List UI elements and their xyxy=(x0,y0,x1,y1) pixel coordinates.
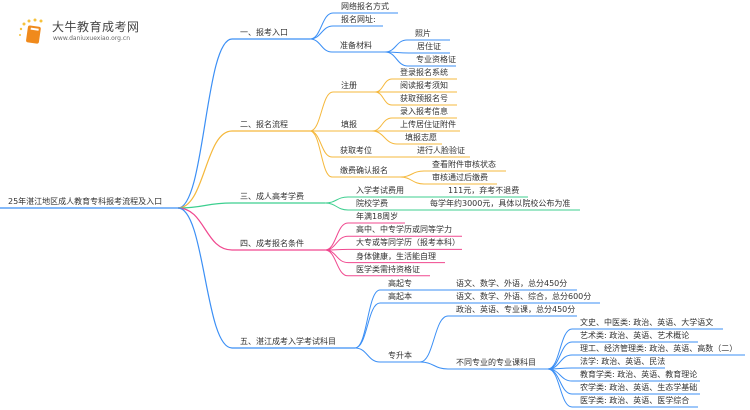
connector xyxy=(177,207,355,349)
subject-value: 语文、数学、外语、综合，总分600分 xyxy=(456,292,592,301)
connector xyxy=(374,91,457,106)
condition-item: 身体健康，生活能自理 xyxy=(356,251,436,261)
major-subject-item: 教育学类: 政治、英语、教育理论 xyxy=(580,370,698,379)
mindmap-node: 录入报考信息 xyxy=(400,107,448,116)
major-subject-item: 理工、经济管理类: 政治、英语、高数（二） xyxy=(580,344,738,353)
mindmap-node: 获取预报名号 xyxy=(400,94,448,103)
mindmap-node: 填报 xyxy=(341,120,357,129)
connector xyxy=(419,361,548,370)
fee-value: 111元，弃考不退费 xyxy=(448,186,520,195)
connector xyxy=(177,38,310,209)
condition-item: 年满18周岁 xyxy=(356,212,399,221)
branch-subjects: 五、湛江成考入学考试科目 xyxy=(240,337,336,346)
logo-url: www.daniuxuexiao.org.cn xyxy=(53,35,130,42)
connector xyxy=(309,25,383,40)
connector xyxy=(309,130,400,178)
branch-fees: 三、成人高考学费 xyxy=(240,192,304,201)
book-logo-icon xyxy=(18,18,50,46)
condition-item: 大专或等同学历（报考本科） xyxy=(356,238,460,248)
connector xyxy=(371,130,442,145)
mindmap-node: 高起专 xyxy=(388,279,412,288)
connector xyxy=(177,130,310,209)
branch-entry: 一、报考入口 xyxy=(240,28,288,37)
connector xyxy=(547,368,698,408)
connector xyxy=(309,12,398,40)
mindmap-node: 不同专业的专业课科目 xyxy=(456,358,536,367)
mindmap-node: 上传居住证附件 xyxy=(400,120,456,129)
mindmap-node: 照片 xyxy=(415,29,431,38)
connector xyxy=(324,249,430,277)
mindmap-node: 院校学费 xyxy=(356,199,388,208)
mindmap-node: 准备材料 xyxy=(340,41,372,50)
connector xyxy=(384,51,456,67)
connector xyxy=(547,341,698,370)
subject-value: 语文、数学、外语，总分450分 xyxy=(456,279,568,288)
mindmap-node: 缴费确认报名 xyxy=(340,166,388,175)
condition-item: 高中、中专学历或同等学力 xyxy=(356,225,452,235)
mindmap-node: 网络报名方式 xyxy=(341,2,389,11)
connector xyxy=(354,347,420,363)
mindmap-node: 专升本 xyxy=(388,351,412,360)
major-subject-item: 艺术类: 政治、英语、艺术概论 xyxy=(580,331,690,340)
connector xyxy=(324,222,405,251)
tuition-value: 每学年约3000元，具体以院校公布为准 xyxy=(430,199,571,208)
connector xyxy=(177,207,325,251)
major-subject-item: 农学类: 政治、英语、生态学基础 xyxy=(580,383,698,392)
connector xyxy=(309,91,375,132)
connector xyxy=(547,328,723,370)
connector xyxy=(419,315,577,363)
logo-title: 大牛教育成考网 xyxy=(52,20,140,34)
mindmap-node: 查看附件审核状态 xyxy=(432,160,496,169)
mindmap-node: 注册 xyxy=(341,81,357,90)
mindmap-node: 高起本 xyxy=(388,292,412,301)
root-node: 25年湛江地区成人教育专科报考流程及入口 xyxy=(8,197,163,206)
mindmap-node: 填报志愿 xyxy=(405,133,437,142)
connector xyxy=(354,302,450,349)
mindmap-node: 进行人脸验证 xyxy=(417,146,465,155)
mindmap-node: 居住证 xyxy=(417,42,441,51)
mindmap-node: 阅读报考须知 xyxy=(400,81,448,90)
mindmap-node: 获取考位 xyxy=(340,146,372,155)
mindmap-node: 政治、英语、专业课，总分450分 xyxy=(456,305,576,314)
branch-conditions: 四、成考报名条件 xyxy=(240,239,304,248)
major-subject-item: 法学: 政治、英语、民法 xyxy=(580,357,666,366)
connector xyxy=(324,248,462,251)
connector xyxy=(384,51,450,54)
branch-process: 二、报名流程 xyxy=(240,120,288,129)
major-subject-item: 医学类: 政治、英语、医学综合 xyxy=(580,396,690,405)
mindmap-node: 报名网址: xyxy=(341,15,376,24)
connector xyxy=(324,202,580,211)
condition-item: 医学类需持资格证 xyxy=(356,264,420,274)
mindmap-node: 登录报名系统 xyxy=(400,68,448,77)
connector xyxy=(309,38,385,53)
mindmap-node: 审核通过后缴费 xyxy=(432,173,488,182)
connector xyxy=(177,202,325,209)
mindmap-node: 入学考试费用 xyxy=(356,186,404,195)
connector xyxy=(399,176,497,185)
major-subject-item: 文史、中医类: 政治、英语、大学语文 xyxy=(580,318,714,327)
connector xyxy=(547,367,665,370)
mindmap-node: 专业资格证 xyxy=(416,55,456,64)
